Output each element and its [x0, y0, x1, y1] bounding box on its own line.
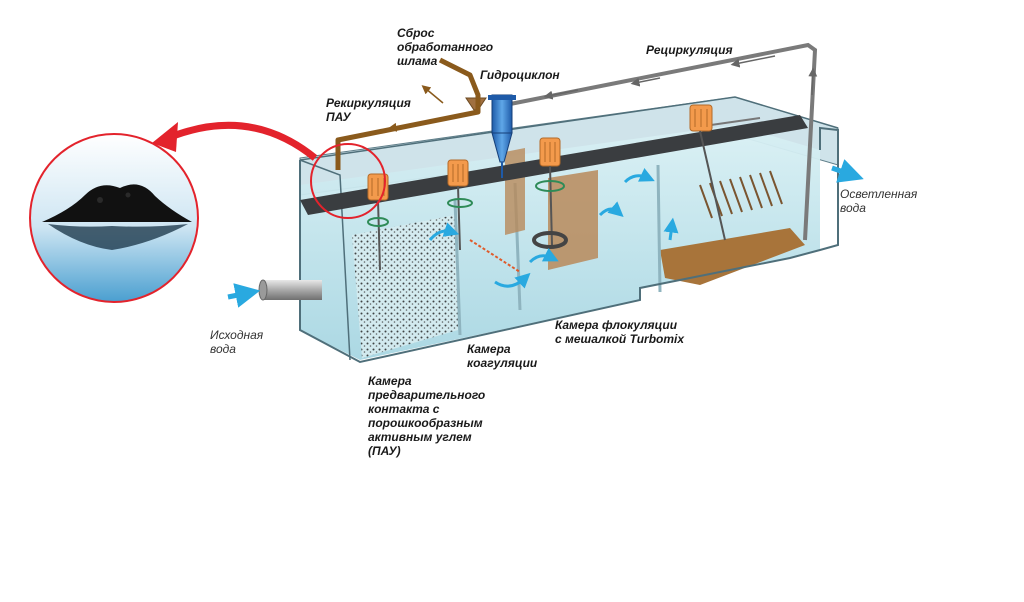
pac-zoom-arrowhead: [152, 122, 178, 152]
label-sludge-discharge: Сброс обработанного шлама: [397, 26, 494, 68]
label-coagulation-chamber: Камера коагуляции: [467, 342, 538, 370]
pac-zoom-arrow: [166, 121, 318, 161]
shaft-settler: [699, 130, 726, 241]
rotation-indicator-pac: [367, 217, 389, 227]
recirculation-arrows: [543, 55, 818, 100]
lamella-plates: [699, 170, 783, 219]
sludge-bed: [660, 228, 805, 285]
inlet-pipe-end: [258, 279, 268, 301]
motor-coagulation: [447, 159, 469, 187]
turbomix-draft-tube: [532, 231, 568, 249]
rotation-indicator: [535, 180, 565, 192]
partition-1: [453, 199, 462, 336]
raw-water-arrow: [227, 283, 261, 308]
label-pac-recirculation: Рекиркуляция ПАУ: [326, 96, 411, 124]
tank-left-front: [299, 159, 351, 361]
internal-flow-arrows: [428, 168, 679, 289]
partition-3: [656, 164, 662, 293]
motor-flocculation: [539, 137, 561, 167]
label-hydrocyclone: Гидроциклон: [480, 68, 560, 82]
clarified-water-arrow: [831, 159, 864, 183]
tank-top-rim: [299, 96, 839, 161]
motor-settler: [689, 104, 713, 132]
label-flocculation-chamber: Камера флокуляции с мешалкой Turbomix: [555, 318, 685, 346]
recirculation-pipe: [504, 42, 818, 241]
shaft-coag: [457, 185, 461, 251]
flocculation-baffle: [548, 170, 598, 270]
raw-water-inlet-pipe: [262, 280, 322, 300]
sludge-discharge-arrow: [421, 85, 444, 104]
tank-front-wall: [299, 126, 839, 364]
label-recirculation: Рециркуляция: [646, 43, 733, 57]
rotation-indicator-coag: [447, 198, 473, 208]
pac-highlight-circle: [310, 143, 386, 219]
pac-powder-inset: [29, 133, 199, 303]
label-raw-water: Исходная вода: [210, 328, 264, 356]
hydrocyclone: [488, 94, 516, 178]
label-pac-contact-chamber: Камера предварительного контакта с порош…: [368, 374, 486, 458]
label-clarified-water: Осветленная вода: [840, 187, 918, 215]
shaft-pac: [377, 199, 381, 271]
coagulation-baffle: [505, 148, 525, 235]
pac-recirculation-arrow: [387, 122, 419, 132]
